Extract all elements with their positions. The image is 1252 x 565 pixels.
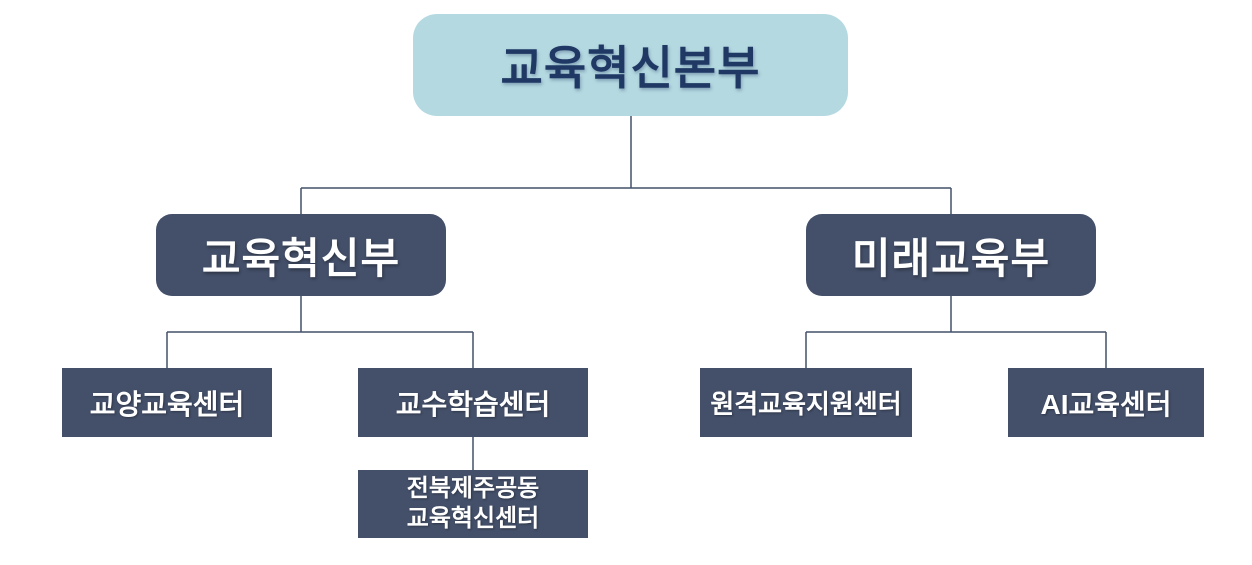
org-node-liberal-arts-center-label: 교양교육센터 (89, 388, 245, 420)
org-node-future-education-dept: 미래교육부 (806, 214, 1096, 296)
org-node-liberal-arts-center: 교양교육센터 (62, 368, 272, 437)
org-node-future-education-dept-label: 미래교육부 (851, 234, 1051, 282)
org-node-teaching-learning-center-label: 교수학습센터 (395, 388, 551, 420)
org-node-teaching-learning-center: 교수학습센터 (358, 368, 588, 437)
org-node-ai-education-center: AI교육센터 (1008, 368, 1204, 437)
org-node-headquarters-label: 교육혁신본부 (500, 42, 761, 94)
org-node-jeonbuk-jeju-joint-center-label: 전북제주공동 교육혁신센터 (406, 475, 540, 532)
org-node-education-innovation-dept: 교육혁신부 (156, 214, 446, 296)
org-node-education-innovation-dept-label: 교육혁신부 (201, 234, 401, 282)
org-node-ai-education-center-label: AI교육센터 (1040, 388, 1172, 420)
org-node-distance-education-center-label: 원격교육지원센터 (710, 389, 902, 419)
org-node-distance-education-center: 원격교육지원센터 (700, 368, 912, 437)
org-node-headquarters: 교육혁신본부 (413, 14, 848, 116)
org-node-jeonbuk-jeju-joint-center: 전북제주공동 교육혁신센터 (358, 470, 588, 538)
